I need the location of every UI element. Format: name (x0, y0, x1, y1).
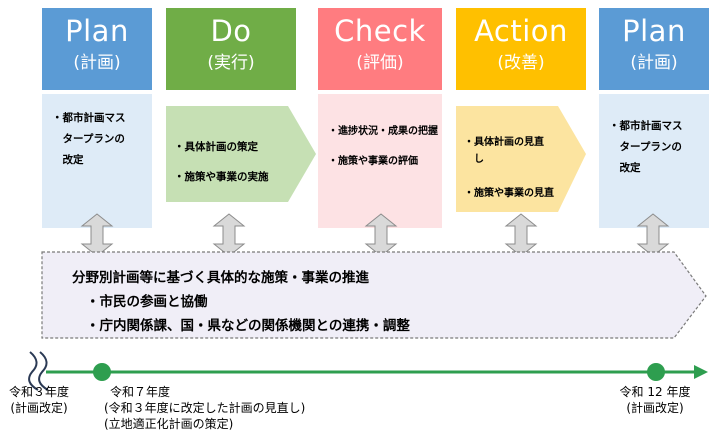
plan2-body (599, 94, 709, 228)
timeline-start-year: 令和３年度 (8, 385, 69, 399)
milestone-dot (93, 363, 111, 381)
action-items: ・具体計画の見直 し ・施策や事業の見直 (464, 134, 554, 202)
do-title: Do (210, 14, 252, 48)
plan-item: 改定 (52, 154, 84, 166)
milestone-dot (647, 363, 665, 381)
check-subtitle: (評価) (356, 53, 404, 73)
action-item (464, 168, 554, 185)
action-subtitle: (改善) (497, 53, 545, 73)
plan-items: ・都市計画マス タープランの 改定 (52, 108, 126, 171)
check-item: ・進捗状況・成果の把握 (328, 126, 438, 137)
plan2-subtitle: (計画) (630, 53, 678, 73)
band-item: ・市民の参画と協働 (86, 294, 208, 310)
plan2-header: Plan (計画) (599, 8, 709, 90)
do-item: ・施策や事業の実施 (174, 171, 269, 183)
check-item (328, 139, 438, 154)
break-mark-icon (28, 351, 39, 391)
timeline-start-note: (計画改定) (10, 401, 68, 415)
timeline-start-label: 令和３年度 (計画改定) (2, 384, 76, 416)
action-title: Action (474, 14, 568, 48)
action-header: Action (改善) (456, 8, 586, 90)
check-item: ・施策や事業の評価 (328, 156, 418, 167)
do-subtitle: (実行) (207, 53, 255, 73)
plan2-title: Plan (622, 14, 686, 48)
action-item: し (464, 154, 484, 165)
timeline-mid-label: 令和７年度 (令和３年度に改定した計画の見直し) (立地適正化計画の策定) (104, 384, 305, 432)
timeline-mid-note: (令和３年度に改定した計画の見直し) (104, 401, 306, 415)
plan2-item: 改定 (609, 162, 641, 174)
do-item: ・具体計画の策定 (174, 141, 258, 153)
timeline (28, 351, 708, 391)
plan2-items: ・都市計画マス タープランの 改定 (609, 116, 683, 179)
do-header: Do (実行) (166, 8, 296, 90)
timeline-end-year: 令和 12 年度 (619, 385, 691, 399)
check-title: Check (334, 14, 426, 48)
plan-body (42, 94, 152, 228)
timeline-end-note: (計画改定) (626, 401, 684, 415)
action-arrow-body (456, 106, 586, 212)
timeline-arrowhead-icon (694, 365, 708, 379)
plan2-item: タープランの (609, 141, 682, 153)
plan2-item: ・都市計画マス (609, 120, 683, 132)
plan-title: Plan (65, 14, 129, 48)
plan-item: ・都市計画マス (52, 112, 126, 124)
check-items: ・進捗状況・成果の把握 ・施策や事業の評価 (328, 124, 438, 169)
break-mark-icon (38, 351, 49, 391)
action-item: ・施策や事業の見直 (464, 188, 554, 199)
timeline-mid-note: (立地適正化計画の策定) (104, 417, 234, 431)
check-body (318, 94, 442, 228)
do-items: ・具体計画の策定 ・施策や事業の実施 (174, 140, 269, 185)
plan-header: Plan (計画) (42, 8, 152, 90)
plan-item: タープランの (52, 133, 125, 145)
timeline-mid-year: 令和７年度 (110, 385, 171, 399)
band-heading: 分野別計画等に基づく具体的な施策・事業の推進 (72, 270, 369, 286)
plan-subtitle: (計画) (73, 53, 121, 73)
band-item: ・庁内関係課、国・県などの関係機関との連携・調整 (86, 318, 410, 334)
do-item (174, 155, 269, 170)
action-item: ・具体計画の見直 (464, 137, 544, 148)
check-header: Check (評価) (318, 8, 442, 90)
timeline-end-label: 令和 12 年度 (計画改定) (612, 384, 698, 416)
implementation-band (41, 251, 707, 339)
do-arrow-body (166, 106, 316, 202)
